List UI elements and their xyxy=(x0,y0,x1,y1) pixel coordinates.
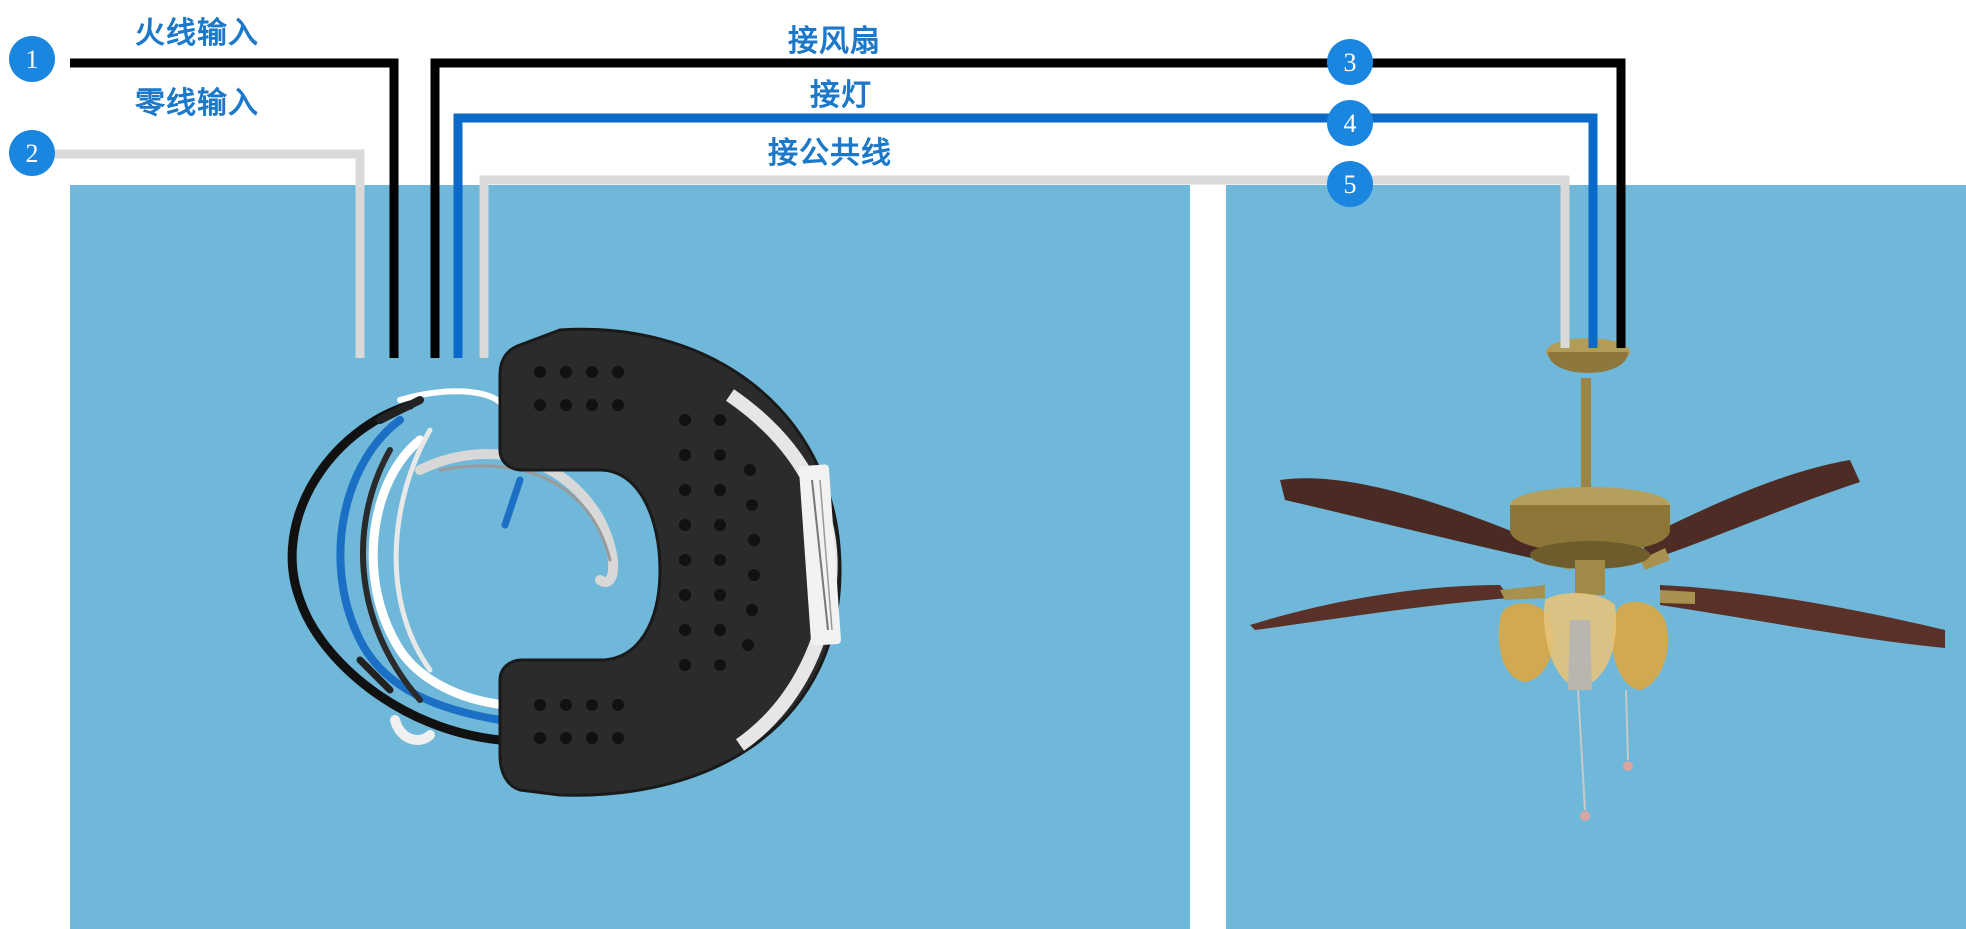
marker-5: 5 xyxy=(1327,161,1373,207)
label-to-fan: 接风扇 xyxy=(788,16,881,60)
marker-2-text: 2 xyxy=(26,139,39,168)
label-live-input: 火线输入 xyxy=(135,8,259,52)
marker-2: 2 xyxy=(9,130,55,176)
marker-1: 1 xyxy=(9,36,55,82)
label-to-light: 接灯 xyxy=(810,70,872,114)
wire-neutral-input xyxy=(55,154,360,358)
label-neutral-input: 零线输入 xyxy=(135,78,259,122)
marker-3: 3 xyxy=(1327,39,1373,85)
marker-4: 4 xyxy=(1327,100,1373,146)
marker-3-text: 3 xyxy=(1344,48,1357,77)
label-to-common: 接公共线 xyxy=(768,128,892,172)
wire-fan xyxy=(435,63,1621,358)
marker-4-text: 4 xyxy=(1344,109,1357,138)
wire-light xyxy=(458,118,1593,358)
wire-common xyxy=(484,180,1565,358)
receiver-module-image xyxy=(292,329,841,795)
ceiling-fan-image xyxy=(1250,338,1945,821)
marker-1-text: 1 xyxy=(26,45,39,74)
marker-5-text: 5 xyxy=(1344,170,1357,199)
